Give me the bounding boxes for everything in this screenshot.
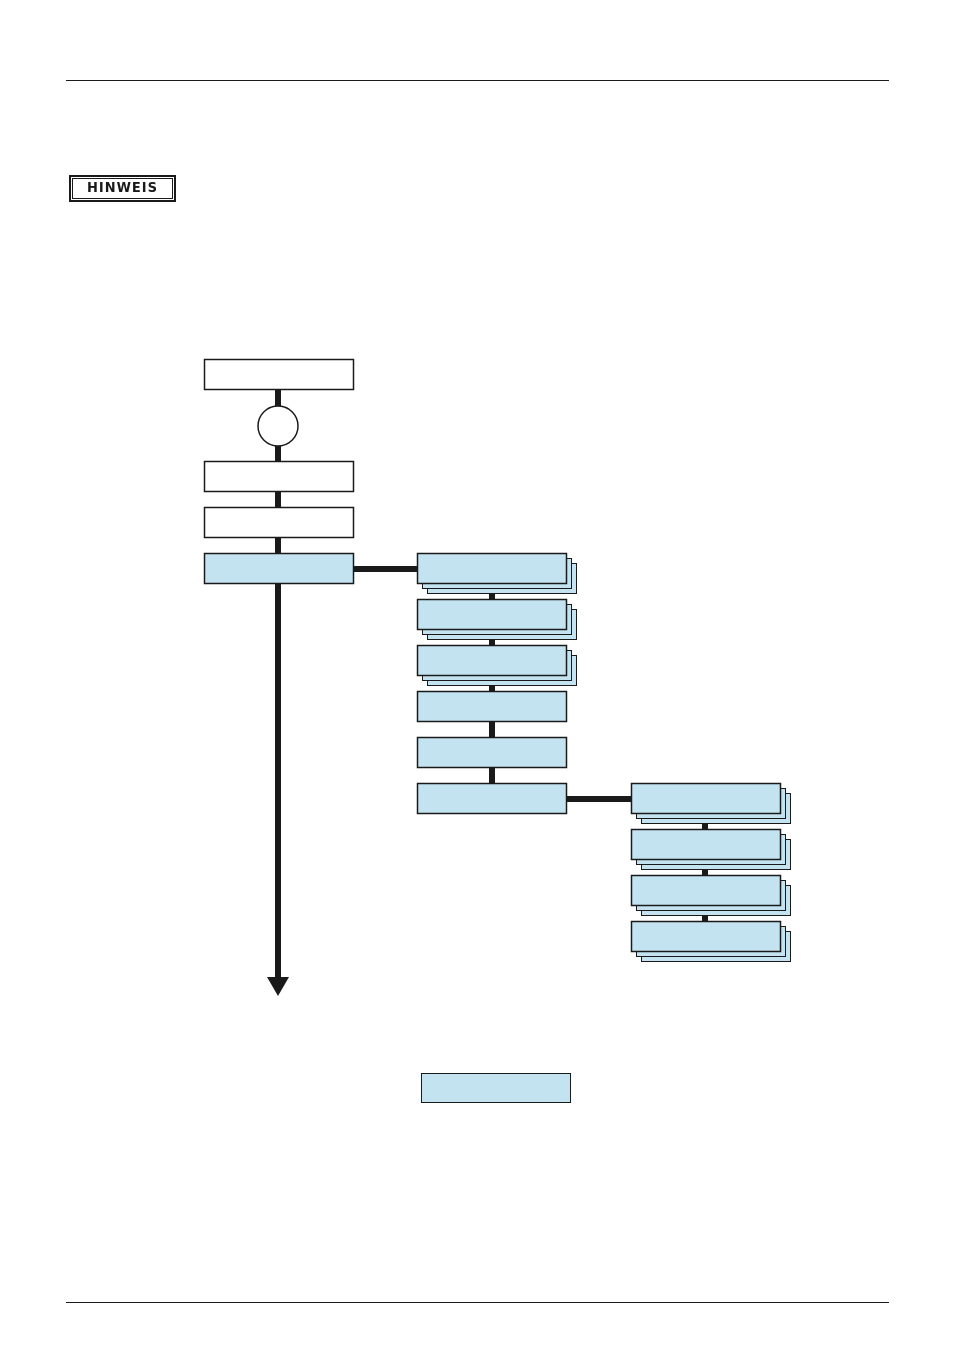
node-menu-b	[203, 506, 355, 539]
node-menu-c	[203, 552, 355, 585]
node-sub-3	[416, 644, 577, 686]
legend-box	[421, 1073, 571, 1103]
node-key-circle	[257, 405, 299, 447]
arrow-down-icon	[267, 977, 289, 996]
node-sub-6	[416, 782, 568, 815]
node-sub-2	[416, 598, 577, 640]
node-subsub-1	[630, 782, 791, 824]
hinweis-label: HINWEIS	[72, 178, 173, 199]
node-menu-a	[203, 460, 355, 493]
node-start	[203, 358, 355, 391]
node-subsub-4	[630, 920, 791, 962]
node-subsub-2	[630, 828, 791, 870]
node-subsub-3	[630, 874, 791, 916]
node-sub-1	[416, 552, 577, 594]
footer-rule	[66, 1302, 889, 1303]
node-sub-4	[416, 690, 568, 723]
node-sub-5	[416, 736, 568, 769]
hinweis-badge: HINWEIS	[69, 175, 176, 202]
header-rule	[66, 80, 889, 81]
